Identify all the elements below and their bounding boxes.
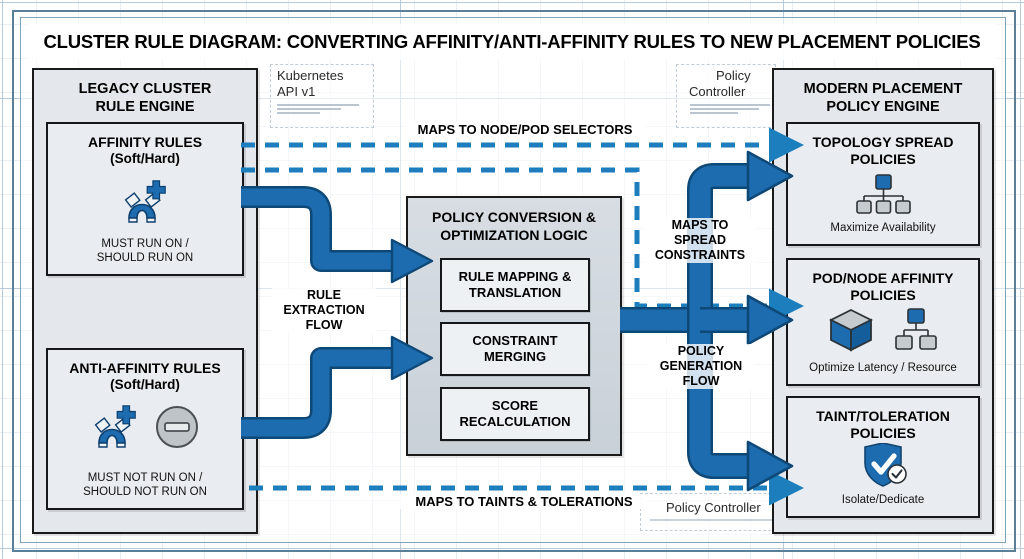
taint-toleration-policies-card[interactable]: TAINT/TOLERATION POLICIES Isolate/Dedica… [786,396,980,518]
modern-panel-title: MODERN PLACEMENT POLICY ENGINE [774,80,992,116]
note-policy-controller-top-line2: Controller [689,84,746,99]
label-maps-to-spread-constraints: MAPS TO SPREAD CONSTRAINTS [644,218,756,263]
step-3-line1: SCORE [491,398,539,413]
policy-conversion-title-line1: POLICY CONVERSION & [432,209,596,225]
cube-icon [826,307,876,358]
step-rule-mapping-translation-label: RULE MAPPING & TRANSLATION [459,269,572,301]
topology-spread-title: TOPOLOGY SPREAD POLICIES [812,134,953,168]
anti-affinity-rules-footer-line2: SHOULD NOT RUN ON [83,486,207,498]
affinity-rules-card[interactable]: AFFINITY RULES (Soft/Hard) MUST RUN ON / [46,122,244,276]
legacy-panel-title: LEGACY CLUSTER RULE ENGINE [34,80,256,116]
label-rule-extraction-flow: RULE EXTRACTION FLOW [272,288,376,333]
step-2-line2: MERGING [483,349,547,364]
affinity-rules-footer-line2: SHOULD RUN ON [96,252,194,264]
rule-extraction-line3: FLOW [305,318,343,332]
shield-check-icon [855,441,911,492]
legacy-panel-title-line1: LEGACY CLUSTER [78,81,212,97]
topology-tree-icon [852,173,914,219]
note-policy-controller-top-lines [690,104,770,116]
step-1-line1: RULE MAPPING & [458,269,572,284]
pod-node-affinity-title-line2: POLICIES [850,287,916,303]
note-policy-controller-bottom [640,493,786,531]
anti-affinity-rules-icons [48,402,242,454]
topology-spread-icons [788,173,978,219]
maps-spread-line2: SPREAD [673,233,727,247]
taint-toleration-title: TAINT/TOLERATION POLICIES [816,408,950,442]
policy-generation-line2: GENERATION [659,359,743,373]
step-1-line2: TRANSLATION [468,285,562,300]
step-3-line2: RECALCULATION [459,414,571,429]
affinity-rules-footer-line1: MUST RUN ON / [101,238,189,250]
modern-panel-title-line2: POLICY ENGINE [826,99,940,115]
rule-extraction-line1: RULE [306,288,342,302]
modern-panel-title-line1: MODERN PLACEMENT [803,81,963,97]
legacy-panel-title-line2: RULE ENGINE [95,99,195,115]
node-tree-icon [892,307,940,357]
taint-toleration-footer: Isolate/Dedicate [841,494,925,506]
anti-affinity-rules-title: ANTI-AFFINITY RULES [69,360,221,376]
pod-node-affinity-footer: Optimize Latency / Resource [809,362,957,374]
note-kubernetes-api-line1: Kubernetes [277,68,344,83]
label-maps-to-node-pod-selectors: MAPS TO NODE/POD SELECTORS [404,122,646,137]
step-score-recalculation[interactable]: SCORE RECALCULATION [440,387,590,441]
policy-generation-line1: POLICY [677,344,725,358]
topology-spread-footer: Maximize Availability [830,222,936,234]
arrow-rule-extraction-upper [241,186,434,284]
policy-generation-line3: FLOW [682,374,720,388]
affinity-rules-footer: MUST RUN ON / SHOULD RUN ON [52,237,238,265]
pod-node-affinity-policies-card[interactable]: POD/NODE AFFINITY POLICIES Optimiz [786,258,980,386]
taint-toleration-icons [788,441,978,488]
step-score-recalculation-label: SCORE RECALCULATION [460,398,571,430]
note-policy-controller-top [676,64,776,128]
arrow-policy-generation-trunk [620,150,794,492]
label-maps-to-taints-tolerations: MAPS TO TAINTS & TOLERATIONS [400,494,648,509]
taint-toleration-title-line1: TAINT/TOLERATION [816,408,950,424]
anti-affinity-rules-card[interactable]: ANTI-AFFINITY RULES (Soft/Hard) [46,348,244,510]
step-rule-mapping-translation[interactable]: RULE MAPPING & TRANSLATION [440,258,590,312]
rule-extraction-line2: EXTRACTION [283,303,365,317]
pod-node-affinity-icons [788,307,978,357]
note-policy-controller-bottom-label: Policy Controller [666,500,761,515]
note-kubernetes-api-line2: API v1 [277,84,316,99]
affinity-rules-subtitle: (Soft/Hard) [110,151,180,166]
note-policy-controller-bottom-lines [650,519,772,523]
pod-node-affinity-title-line1: POD/NODE AFFINITY [812,270,954,286]
affinity-rules-icons [48,178,242,229]
minus-circle-icon [153,402,201,455]
maps-spread-line3: CONSTRAINTS [654,248,746,262]
note-kubernetes-api-lines [277,104,359,116]
anti-affinity-rules-footer-line1: MUST NOT RUN ON / [87,472,203,484]
affinity-rules-title: AFFINITY RULES [87,134,203,150]
pod-node-affinity-title: POD/NODE AFFINITY POLICIES [812,270,953,304]
step-constraint-merging[interactable]: CONSTRAINT MERGING [440,322,590,376]
label-policy-generation-flow: POLICY GENERATION FLOW [648,344,754,389]
magnet-plus-icon [119,178,171,229]
note-kubernetes-api [270,64,374,128]
policy-conversion-title: POLICY CONVERSION & OPTIMIZATION LOGIC [408,208,620,244]
policy-conversion-title-line2: OPTIMIZATION LOGIC [440,227,588,243]
taint-toleration-title-line2: POLICIES [850,425,916,441]
page-title: CLUSTER RULE DIAGRAM: CONVERTING AFFINIT… [28,24,996,60]
anti-affinity-rules-footer: MUST NOT RUN ON / SHOULD NOT RUN ON [52,471,238,499]
outer-frame [12,10,1016,552]
anti-affinity-rules-subtitle: (Soft/Hard) [110,377,180,392]
topology-spread-title-line1: TOPOLOGY SPREAD [812,134,954,150]
topology-spread-title-line2: POLICIES [850,151,916,167]
magnet-plus-icon [89,402,141,455]
topology-spread-policies-card[interactable]: TOPOLOGY SPREAD POLICIES Maximize Availa… [786,122,980,246]
step-constraint-merging-label: CONSTRAINT MERGING [472,333,557,365]
step-2-line1: CONSTRAINT [472,333,558,348]
note-policy-controller-top-line1: Policy [716,68,751,83]
arrow-rule-extraction-lower [241,335,434,439]
maps-spread-line1: MAPS TO [671,218,729,232]
